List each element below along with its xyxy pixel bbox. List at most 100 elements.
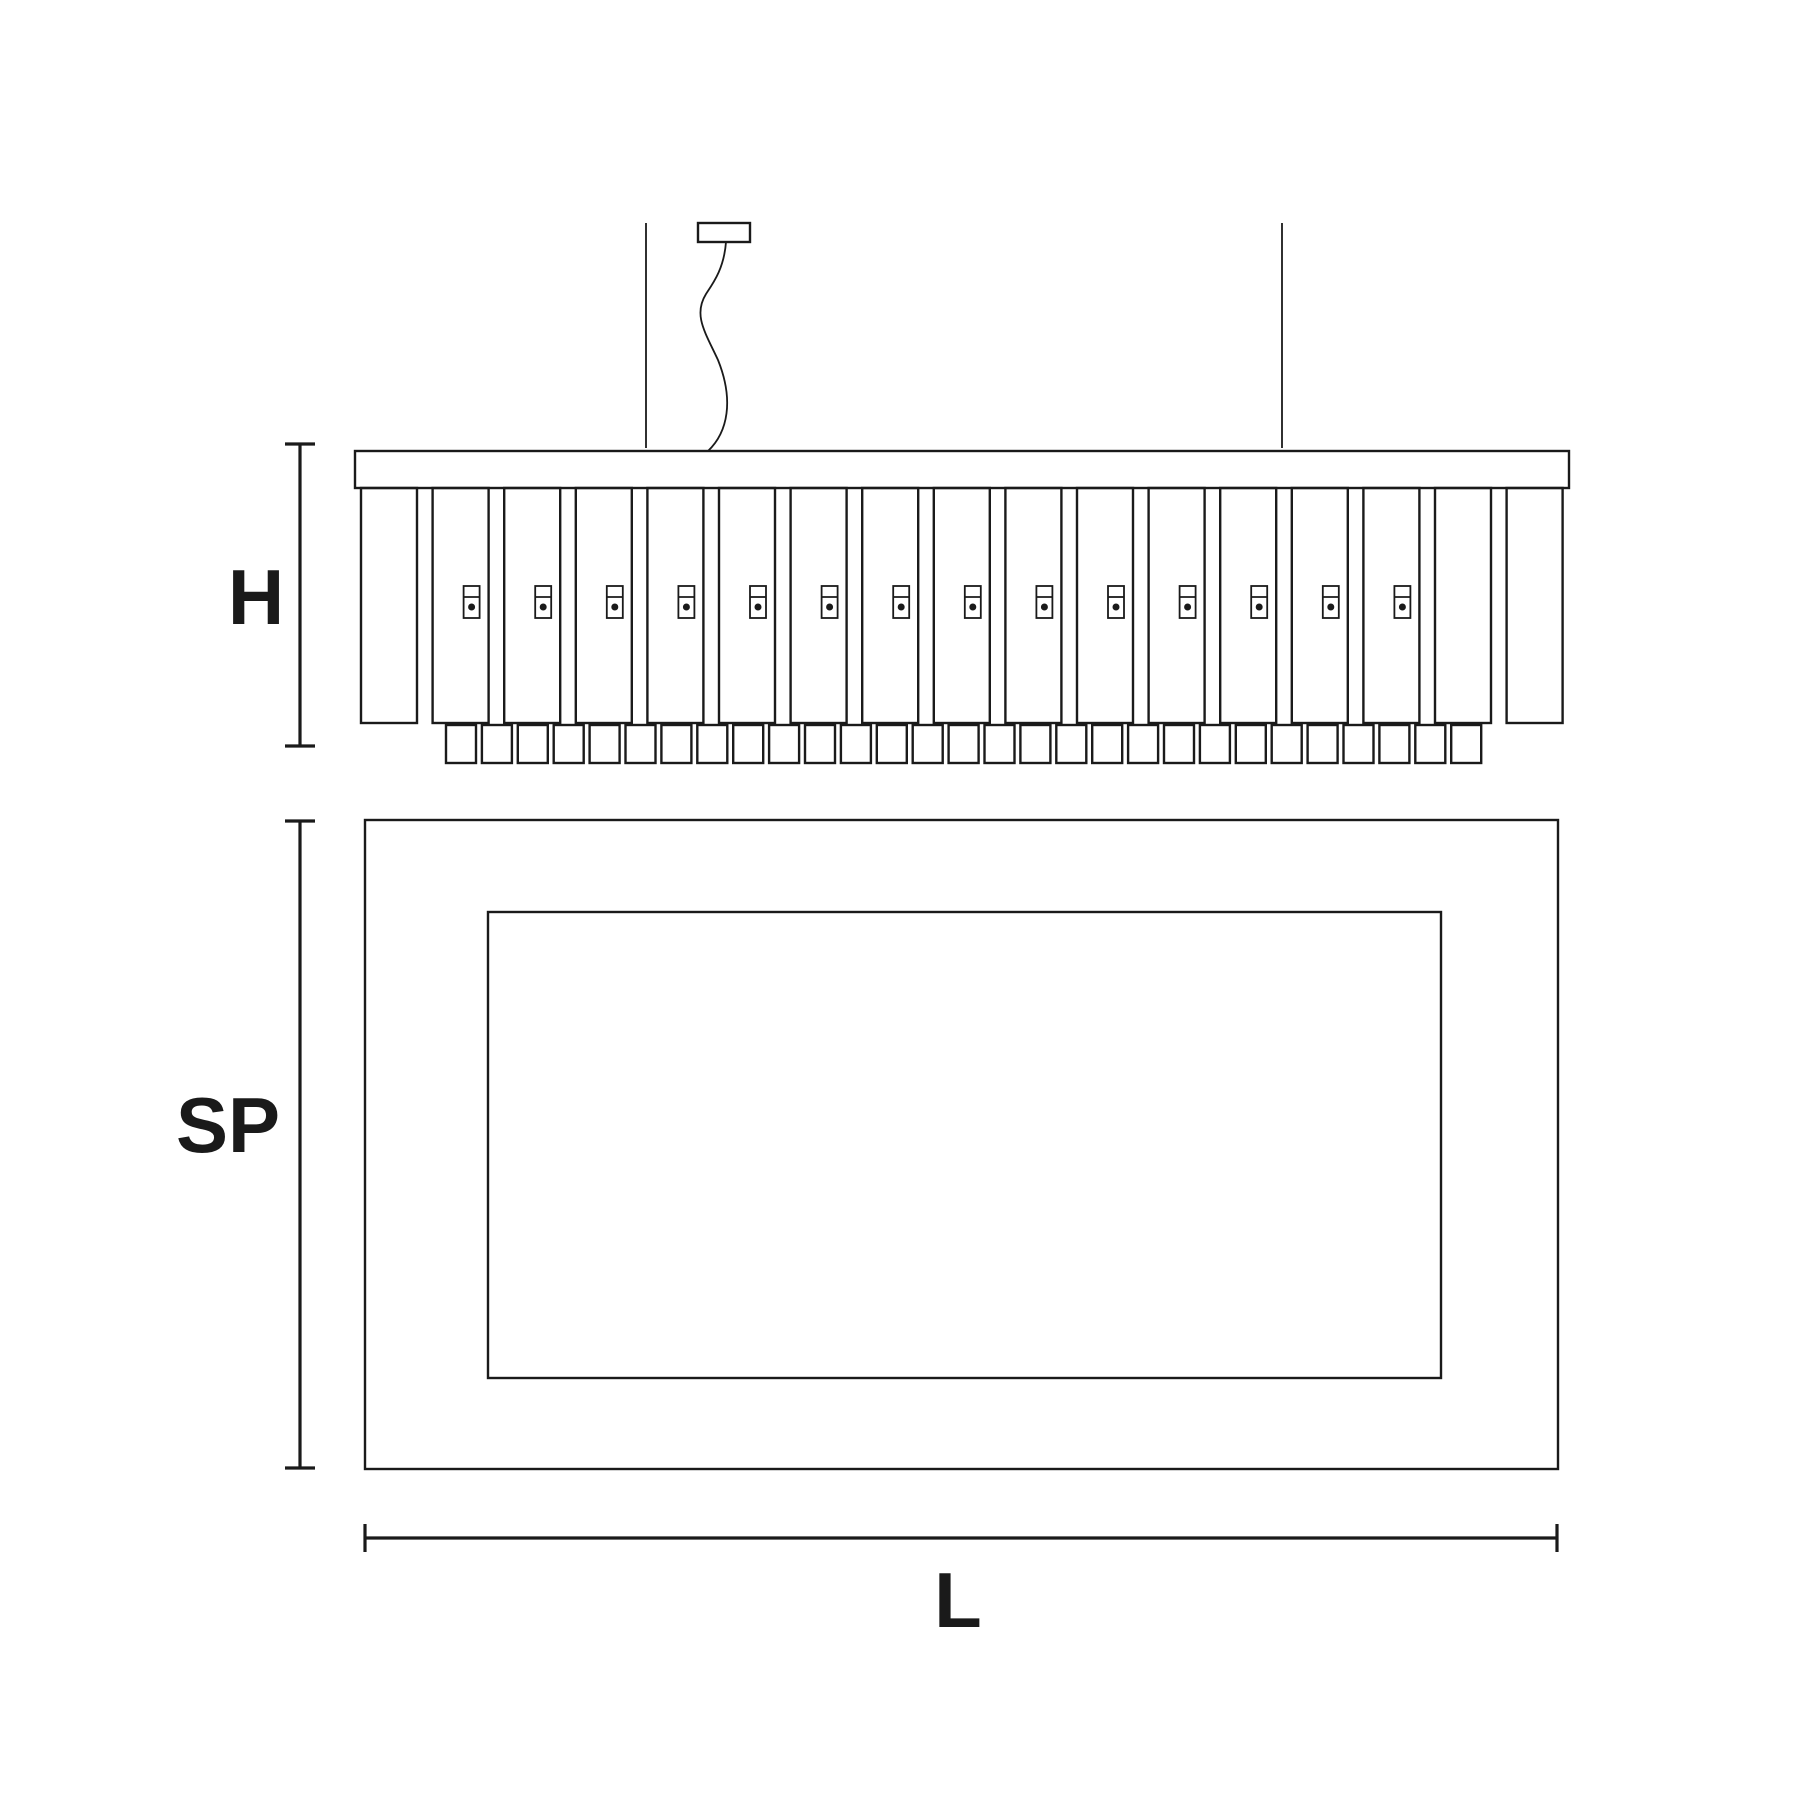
clip-pin (1112, 603, 1120, 611)
hanging-crystal (574, 486, 633, 725)
bottom-crystal (1126, 723, 1160, 765)
ceiling-canopy (696, 221, 752, 244)
bottom-crystal (516, 723, 549, 765)
hanging-crystal (431, 486, 490, 725)
clip-body (462, 585, 481, 619)
crystal-clip (462, 585, 481, 619)
crystal-clip (892, 585, 911, 619)
clip-body (677, 585, 696, 619)
clip-body (1393, 585, 1412, 619)
hanging-crystal (1290, 486, 1350, 725)
crystal-clip (534, 585, 553, 619)
bottom-crystal (1198, 723, 1232, 765)
hanging-crystal (1362, 486, 1421, 725)
hanging-crystal (503, 486, 562, 725)
hanging-crystals (359, 486, 1564, 725)
bottom-crystal (947, 723, 980, 765)
hanging-crystal (359, 486, 419, 725)
clip-body (1250, 585, 1269, 619)
clip-pin (969, 603, 977, 611)
clip-body (534, 585, 553, 619)
bottom-crystal (588, 723, 621, 765)
hanging-crystal (1004, 486, 1063, 725)
hanging-crystal (1147, 486, 1206, 725)
bottom-crystal (839, 723, 873, 765)
clip-body (749, 585, 767, 619)
bottom-crystal (1234, 723, 1268, 765)
clip-pin (539, 603, 547, 611)
bottom-crystal (1090, 723, 1124, 765)
crystal-clip (1107, 585, 1125, 619)
bottom-crystal (1414, 723, 1447, 765)
bottom-crystal (696, 723, 729, 765)
clip-body (1107, 585, 1125, 619)
hanging-crystal (1218, 486, 1278, 725)
plan-outer-frame (363, 818, 1560, 1471)
bottom-crystal (552, 723, 585, 765)
crystal-clip (1393, 585, 1412, 619)
bottom-crystal (1378, 723, 1411, 765)
clip-pin (897, 603, 905, 611)
crystal-clip (820, 585, 839, 619)
clip-pin (611, 603, 619, 611)
clip-pin (1255, 603, 1263, 611)
bottom-crystal (767, 723, 801, 765)
hanging-crystal (1433, 486, 1493, 725)
bottom-crystal (1019, 723, 1052, 765)
clip-body (820, 585, 839, 619)
bottom-crystal (911, 723, 944, 765)
clip-pin (1398, 603, 1406, 611)
clip-pin (754, 603, 762, 611)
bottom-crystal (1270, 723, 1303, 765)
bottom-crystal (660, 723, 693, 765)
hanging-crystal (1505, 486, 1564, 725)
clip-body (605, 585, 624, 619)
hanging-crystal (1075, 486, 1135, 725)
bottom-crystal (1342, 723, 1375, 765)
crystal-clip (1321, 585, 1340, 619)
crystal-clip (1250, 585, 1269, 619)
bottom-crystal (1306, 723, 1339, 765)
power-cord (699, 241, 729, 452)
clip-body (1035, 585, 1054, 619)
bottom-crystal (1055, 723, 1088, 765)
bottom-crystal (1162, 723, 1196, 765)
plan-inner-frame (486, 910, 1443, 1380)
elevation-view (353, 221, 1571, 765)
bottom-crystal (732, 723, 765, 765)
bottom-crystal (803, 723, 837, 765)
bottom-crystal (875, 723, 908, 765)
length-label: L (934, 1556, 982, 1644)
clip-pin (468, 603, 476, 611)
bottom-crystal (624, 723, 657, 765)
crystal-clips (462, 585, 1412, 619)
crystal-clip (605, 585, 624, 619)
hanging-crystal (861, 486, 920, 725)
bottom-crystal-row (444, 723, 1483, 765)
dimension-height: H (228, 442, 315, 748)
clip-body (963, 585, 982, 619)
bottom-crystal (444, 723, 478, 765)
clip-body (1178, 585, 1197, 619)
clip-body (1321, 585, 1340, 619)
plan-view (363, 818, 1560, 1471)
crystal-clip (963, 585, 982, 619)
clip-pin (1040, 603, 1048, 611)
clip-pin (826, 603, 834, 611)
height-label: H (228, 553, 284, 641)
dimension-depth: SP (176, 819, 315, 1470)
depth-label: SP (176, 1081, 280, 1169)
bottom-crystal (1449, 723, 1483, 765)
crystal-clip (749, 585, 767, 619)
hanging-crystal (789, 486, 848, 725)
top-frame-bar (353, 449, 1571, 490)
clip-pin (1327, 603, 1335, 611)
bottom-crystal (983, 723, 1016, 765)
crystal-clip (677, 585, 696, 619)
hanging-crystal (646, 486, 705, 725)
clip-pin (1184, 603, 1192, 611)
dimension-length: L (363, 1524, 1559, 1644)
clip-body (892, 585, 911, 619)
crystal-clip (1035, 585, 1054, 619)
